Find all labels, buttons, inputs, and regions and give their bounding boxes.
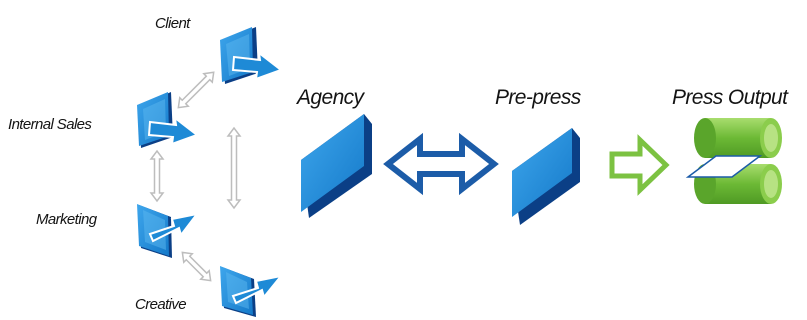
agency-prepress-double-arrow [383, 132, 499, 196]
creative-label: Creative [135, 296, 187, 313]
agency-label: Agency [297, 86, 364, 109]
client-sales-double-arrow [177, 71, 215, 109]
client-label: Client [155, 15, 190, 32]
client-document-send-icon [220, 27, 284, 84]
marketing-label: Marketing [36, 211, 97, 228]
creative-document-send-icon [220, 266, 284, 317]
prepress-panel [512, 128, 580, 225]
internal-sales-document-send-icon [137, 92, 200, 148]
prepress-to-press-arrow [609, 134, 670, 196]
internal-sales-label: Internal Sales [8, 116, 92, 133]
press-output-label: Press Output [672, 86, 788, 109]
agency-panel [301, 114, 372, 218]
marketing-creative-double-arrow [181, 251, 212, 282]
marketing-document-send-icon [137, 204, 200, 258]
printing-press-icon [685, 118, 782, 204]
sales-marketing-double-arrow [149, 149, 165, 203]
client-creative-double-arrow [226, 126, 242, 210]
prepress-label: Pre-press [495, 86, 581, 109]
